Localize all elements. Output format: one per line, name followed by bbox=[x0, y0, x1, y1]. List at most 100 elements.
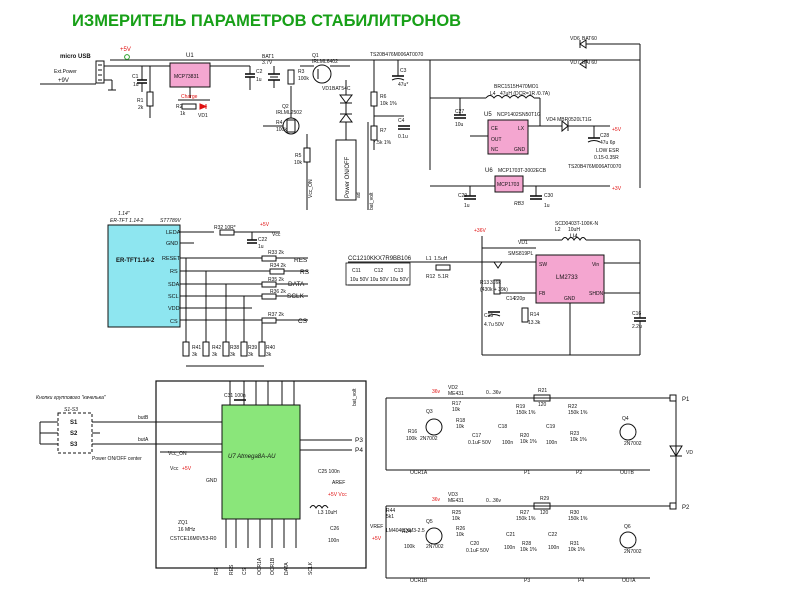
svg-text:butA: butA bbox=[138, 437, 149, 443]
svg-text:2.2u: 2.2u bbox=[632, 324, 642, 330]
svg-text:DATA: DATA bbox=[284, 562, 290, 575]
svg-text:R27: R27 bbox=[520, 510, 529, 516]
svg-text:SCL: SCL bbox=[168, 294, 179, 300]
usb-5v-label: +5V bbox=[120, 47, 131, 53]
svg-text:10k 1%: 10k 1% bbox=[568, 547, 585, 553]
svg-text:VD2: VD2 bbox=[448, 385, 458, 391]
svg-text:R31: R31 bbox=[570, 541, 579, 547]
svg-text:VD: VD bbox=[686, 450, 693, 456]
svg-text:SW: SW bbox=[539, 262, 547, 268]
svg-text:U6: U6 bbox=[485, 168, 493, 174]
svg-text:3k: 3k bbox=[248, 352, 254, 358]
svg-text:GND: GND bbox=[564, 296, 576, 302]
svg-text:MCP1703: MCP1703 bbox=[497, 182, 519, 188]
svg-text:3.7V: 3.7V bbox=[262, 60, 273, 66]
svg-text:P2: P2 bbox=[576, 470, 582, 476]
svg-text:bat_volt: bat_volt bbox=[352, 388, 358, 406]
svg-text:BAT1: BAT1 bbox=[262, 54, 274, 60]
svg-text:P2: P2 bbox=[682, 505, 690, 511]
svg-text:C20: C20 bbox=[470, 541, 479, 547]
svg-text:R28: R28 bbox=[522, 541, 531, 547]
port-p2 bbox=[669, 502, 677, 510]
svg-text:R26: R26 bbox=[456, 526, 465, 532]
svg-text:RS: RS bbox=[170, 269, 178, 275]
svg-text:+5V Vcc: +5V Vcc bbox=[328, 492, 347, 498]
svg-text:TS20B476M006AT0070: TS20B476M006AT0070 bbox=[568, 164, 621, 170]
svg-text:100k: 100k bbox=[406, 436, 417, 442]
svg-text:R7: R7 bbox=[380, 128, 387, 134]
svg-text:LM2733: LM2733 bbox=[556, 275, 578, 281]
svg-text:13.3k: 13.3k bbox=[528, 320, 541, 326]
svg-text:2k: 2k bbox=[138, 105, 144, 111]
l3-inductor-icon bbox=[309, 505, 329, 509]
svg-text:SCD0403T-100K-N: SCD0403T-100K-N bbox=[555, 221, 598, 227]
svg-text:Кнопки группового "качелька": Кнопки группового "качелька" bbox=[36, 395, 106, 401]
svg-text:100k: 100k bbox=[298, 76, 309, 82]
svg-text:C18: C18 bbox=[498, 424, 507, 430]
svg-text:Q5: Q5 bbox=[426, 519, 433, 525]
svg-text:150k 1%: 150k 1% bbox=[568, 410, 588, 416]
svg-text:LX: LX bbox=[518, 126, 525, 132]
svg-text:R2: R2 bbox=[176, 104, 183, 110]
svg-text:LM4040DIM3-2.5: LM4040DIM3-2.5 bbox=[386, 528, 425, 534]
svg-text:47u 6p: 47u 6p bbox=[600, 140, 616, 146]
svg-text:C26: C26 bbox=[330, 526, 339, 532]
svg-text:220p: 220p bbox=[514, 296, 525, 302]
svg-text:120: 120 bbox=[540, 510, 549, 516]
r7-resistor bbox=[370, 125, 378, 141]
svg-text:R22: R22 bbox=[568, 404, 577, 410]
svg-text:+5V: +5V bbox=[260, 222, 270, 228]
svg-text:100k: 100k bbox=[276, 127, 287, 133]
svg-text:C4: C4 bbox=[398, 118, 405, 124]
svg-text:1u: 1u bbox=[544, 203, 550, 209]
svg-text:R29: R29 bbox=[540, 496, 549, 502]
svg-text:Power ON/OFF: Power ON/OFF bbox=[345, 156, 351, 198]
svg-text:10k: 10k bbox=[294, 160, 303, 166]
svg-text:C25 100n: C25 100n bbox=[318, 469, 340, 475]
battery: BAT1 3.7V bbox=[262, 54, 280, 88]
svg-text:120: 120 bbox=[538, 402, 547, 408]
svg-text:R17: R17 bbox=[452, 401, 461, 407]
q6-mosfet-icon bbox=[619, 531, 637, 549]
svg-text:OCR1A: OCR1A bbox=[257, 557, 263, 575]
svg-text:NCP1402SN50T1G: NCP1402SN50T1G bbox=[497, 112, 541, 118]
svg-text:OCR1B: OCR1B bbox=[410, 578, 428, 584]
svg-text:BAT54C: BAT54C bbox=[332, 86, 351, 92]
svg-text:VD3: VD3 bbox=[448, 492, 458, 498]
svg-text:Vcc_ON: Vcc_ON bbox=[308, 179, 314, 198]
svg-text:OCR1B: OCR1B bbox=[270, 557, 276, 575]
svg-text:RESET: RESET bbox=[162, 256, 181, 262]
charge-led-icon bbox=[199, 103, 208, 110]
svg-text:10k 1%: 10k 1% bbox=[570, 437, 587, 443]
svg-text:0.15-0.35R: 0.15-0.35R bbox=[594, 155, 619, 161]
svg-text:C3: C3 bbox=[400, 68, 407, 74]
svg-text:CS: CS bbox=[298, 318, 308, 325]
svg-text:ME431: ME431 bbox=[448, 391, 464, 397]
svg-text:1u: 1u bbox=[256, 77, 262, 83]
svg-text:CS: CS bbox=[170, 319, 178, 325]
svg-text:100n: 100n bbox=[504, 545, 515, 551]
svg-text:S2: S2 bbox=[70, 431, 78, 437]
svg-text:5.1R: 5.1R bbox=[438, 274, 449, 280]
svg-text:R13: R13 bbox=[480, 280, 489, 286]
svg-text:R25: R25 bbox=[452, 510, 461, 516]
svg-text:C22: C22 bbox=[548, 532, 557, 538]
svg-text:150k 1%: 150k 1% bbox=[516, 410, 536, 416]
svg-text:TS20B476M006AT0070: TS20B476M006AT0070 bbox=[370, 52, 423, 58]
svg-text:+5V: +5V bbox=[182, 466, 192, 472]
q3-mosfet-icon bbox=[425, 418, 443, 436]
svg-text:3k: 3k bbox=[192, 352, 198, 358]
svg-text:BRC1515H470MO1: BRC1515H470MO1 bbox=[494, 84, 539, 90]
r14-resistor bbox=[521, 307, 529, 323]
svg-text:7.5k 1%: 7.5k 1% bbox=[373, 140, 392, 146]
svg-text:SHDN: SHDN bbox=[589, 291, 604, 297]
svg-text:R16: R16 bbox=[408, 429, 417, 435]
svg-text:4.7u 50V: 4.7u 50V bbox=[484, 322, 505, 328]
svg-text:+5V: +5V bbox=[612, 127, 622, 133]
svg-text:R20: R20 bbox=[520, 433, 529, 439]
svg-text:Power ON/OFF center: Power ON/OFF center bbox=[92, 456, 142, 462]
svg-text:ST7789V: ST7789V bbox=[160, 218, 182, 224]
svg-text:L3 10uH: L3 10uH bbox=[318, 510, 337, 516]
svg-text:1.5uH: 1.5uH bbox=[434, 256, 448, 262]
